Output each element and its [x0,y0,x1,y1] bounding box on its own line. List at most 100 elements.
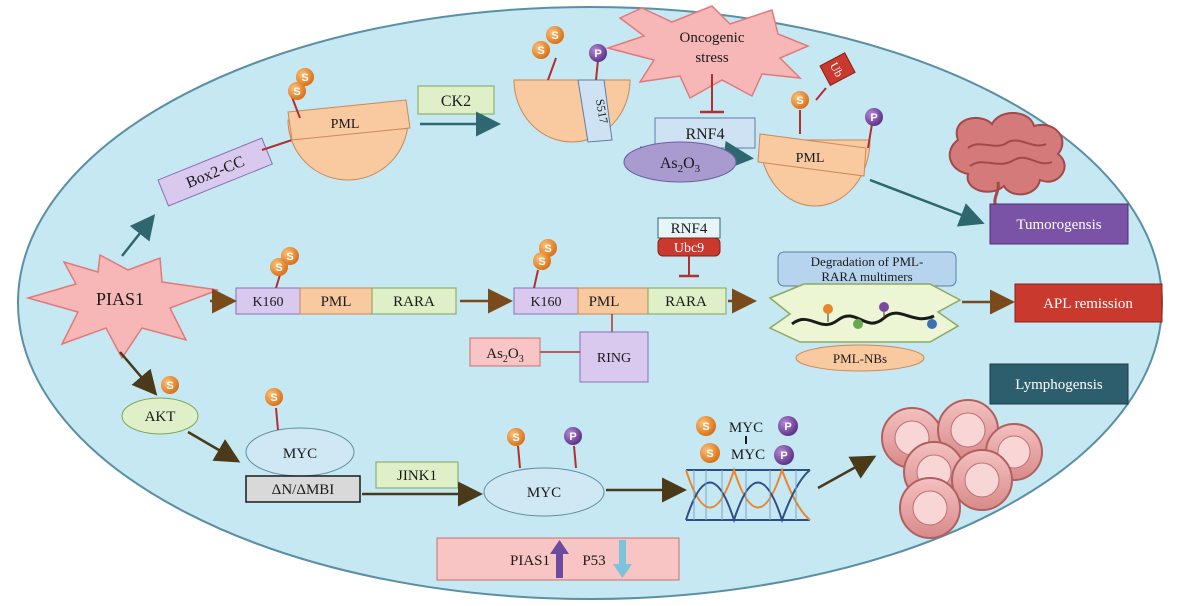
myc-label: MYC [283,446,317,462]
pias1-label: PIAS1 [96,289,144,309]
pml-rara-fusion-left: K160 PML RARA [235,267,457,315]
jink1-box: JINK1 [375,461,459,489]
phospho-marker: P [589,44,607,62]
jink1-label: JINK1 [397,468,437,484]
sumo-marker: S S [532,26,564,59]
as2o3-box-label: As2O3 [486,346,524,365]
svg-text:S: S [796,95,803,107]
rnf4-mid-label: RNF4 [671,221,708,237]
svg-text:S: S [537,45,544,57]
myc-dna-1-label: MYC [729,420,763,436]
dna-helix [685,466,811,524]
tumorogenesis-label: Tumorogensis [1016,217,1101,233]
as2o3-ellipse: As2O3 [623,141,737,183]
sumo-marker: S [265,388,283,406]
ubc9-label: Ubc9 [674,241,704,256]
svg-text:P: P [594,48,601,60]
svg-text:S: S [538,256,545,268]
ring-label: RING [597,351,631,366]
rara-b-label: RARA [665,294,707,310]
phospho-marker: P [865,108,883,126]
pml-b-label: PML [589,294,620,310]
phospho-marker: P [564,427,582,445]
rnf4-ubc9: RNF4 Ubc9 [657,217,721,278]
svg-text:P: P [784,421,791,433]
myc-b-label: MYC [527,485,561,501]
arrow-to-tumorogenesis [869,178,985,227]
svg-text:P: P [569,431,576,443]
p53-label: P53 [582,553,605,569]
pml-nbs-ellipse: PML-NBs [795,344,925,372]
pml-phosphorylated: S517 [513,57,631,143]
svg-text:S: S [512,432,519,444]
myc-complex-left: MYC ΔN/ΔMBI [245,407,361,503]
rnf4-label: RNF4 [685,126,724,143]
svg-text:S: S [702,421,709,433]
ring-box: RING [579,331,649,383]
svg-text:S: S [286,251,293,263]
pml-top-label: PML [331,117,360,132]
svg-text:S: S [544,243,551,255]
degradation-line2: RARA multimers [821,269,912,284]
pias1-node: PIAS1 [25,253,219,360]
up-arrow-icon [550,540,569,578]
pias1-bottom-label: PIAS1 [510,553,550,569]
svg-text:S: S [301,72,308,84]
lymphocyte-cluster [881,399,1043,539]
pml-nb-body [768,283,962,343]
as2o3-box: As2O3 [469,337,541,367]
sumo-marker: S S [533,239,557,270]
arrow-dna-to-cells [817,455,877,490]
sumo-marker: S S [288,68,314,100]
k160-label: K160 [252,295,283,310]
pml-protein-right: PML [757,87,873,207]
oncogenic-stress-line1: Oncogenic [680,30,745,46]
lymphogenesis-box: Lymphogensis [989,363,1129,405]
pml-protein-top: PML [287,91,411,181]
svg-text:P: P [870,112,877,124]
apl-remission-box: APL remission [1014,283,1163,323]
svg-text:S: S [293,86,300,98]
svg-text:S: S [551,30,558,42]
down-arrow-icon [613,540,632,578]
sumo-marker: S [791,91,809,109]
as2o3-label: As2O3 [660,155,701,175]
sumo-marker: S [161,376,179,394]
oncogenic-stress-line2: stress [695,50,728,66]
svg-text:S: S [166,380,173,392]
akt-label: AKT [145,409,176,425]
akt-ellipse: AKT [121,397,199,435]
ub-tag: Ub [819,52,856,87]
s517-label: S517 [593,98,611,125]
myc-dimer: S MYC P S MYC P [696,416,798,465]
ub-label: Ub [827,60,846,80]
degradation-line1: Degradation of PML- [811,254,924,269]
tumorogenesis-box: Tumorogensis [989,203,1129,245]
arrow-pias1-to-top [121,214,156,257]
degradation-box: Degradation of PML- RARA multimers [777,251,957,287]
pml-right-label: PML [796,151,825,166]
svg-text:S: S [270,392,277,404]
sumo-marker: S S [270,247,299,276]
oncogenic-stress-node: Oncogenic stress [605,5,810,100]
apl-remission-label: APL remission [1043,296,1133,312]
k160-b-label: K160 [530,295,561,310]
svg-text:P: P [780,450,787,462]
myc-dna-2-label: MYC [731,447,765,463]
ck2-box: CK2 [417,85,495,115]
pias1-p53-box: PIAS1 P53 [436,537,680,581]
svg-text:S: S [275,262,282,274]
arrow-pias1-to-akt [119,351,158,396]
dn-dmbi-label: ΔN/ΔMBI [272,482,335,498]
sumo-marker: S [507,428,525,446]
tumor-icon [948,111,1066,207]
lymphogenesis-label: Lymphogensis [1015,377,1103,393]
myc-phosphorylated: MYC [483,445,605,517]
pml-nbs-label: PML-NBs [833,351,887,366]
arrow-akt-to-myc [187,430,241,463]
box2cc-to-pml-link [261,139,293,151]
rara-label: RARA [393,294,435,310]
svg-text:S: S [706,448,713,460]
ck2-label: CK2 [441,93,471,110]
